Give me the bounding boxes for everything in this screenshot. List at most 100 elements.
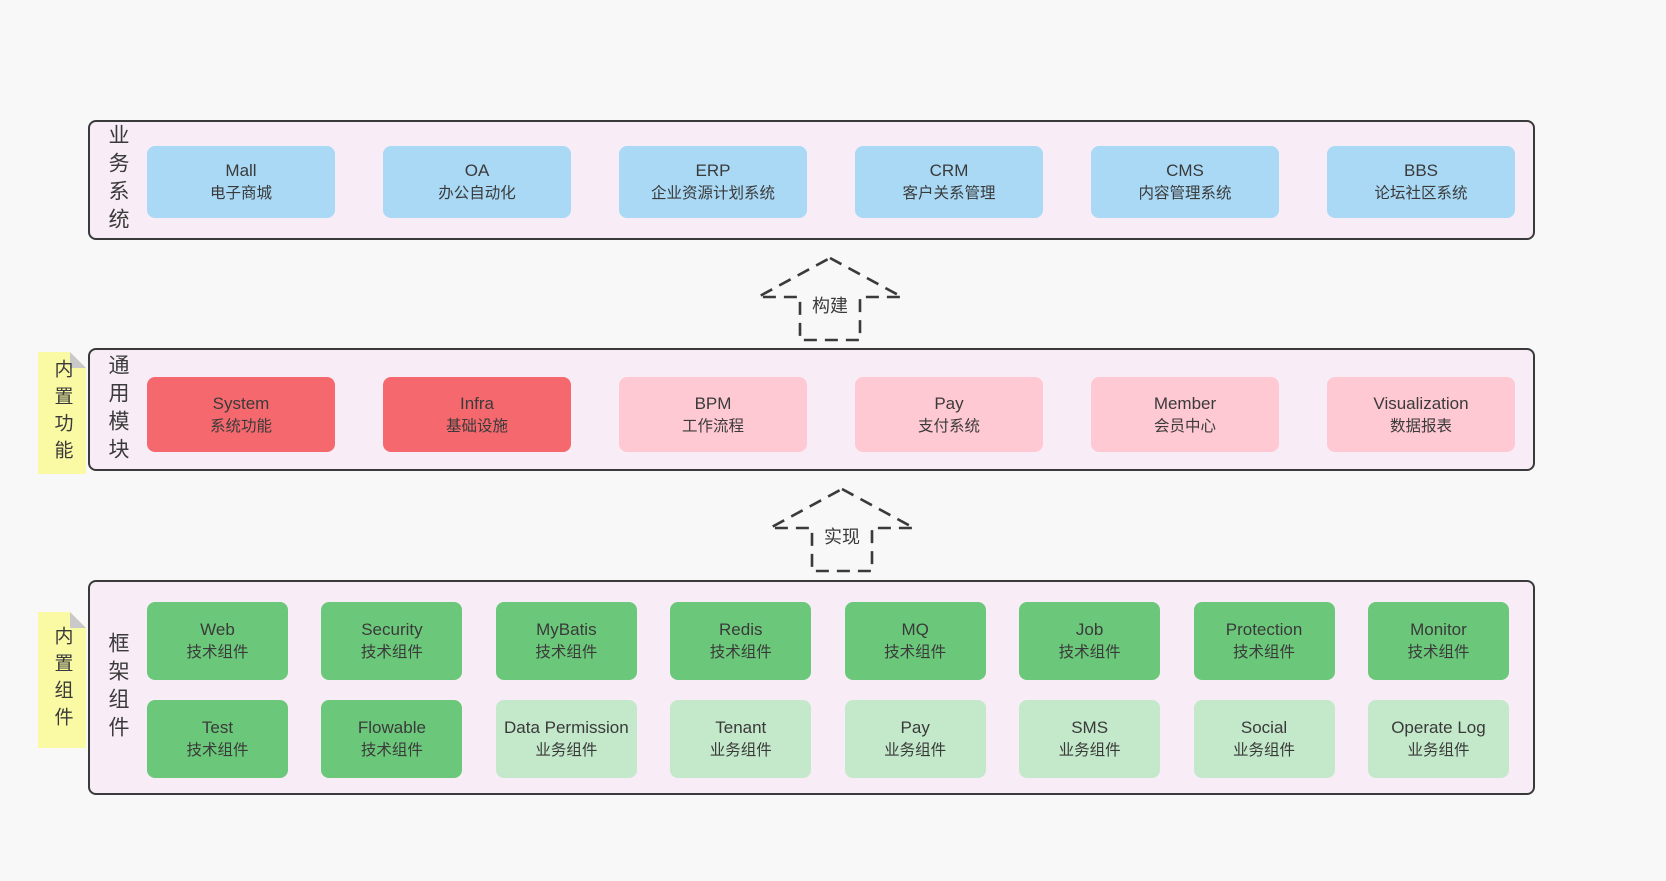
box-job-subtitle: 技术组件 [1058, 644, 1121, 662]
box-infra-title: Infra [459, 393, 495, 413]
box-cms-title: CMS [1166, 161, 1204, 181]
sticky-builtin-components: 内置组件 [38, 612, 86, 748]
box-erp-subtitle: 企业资源计划系统 [650, 185, 775, 203]
box-tenant: Tenant 业务组件 [670, 700, 812, 778]
box-bbs: BBS 论坛社区系统 [1327, 146, 1515, 218]
box-sms: SMS 业务组件 [1019, 700, 1161, 778]
box-bbs-title: BBS [1403, 161, 1439, 181]
box-infra-subtitle: 基础设施 [445, 417, 508, 435]
box-mybatis-title: MyBatis [536, 620, 597, 640]
framework-box-row-1: Web 技术组件 Security 技术组件 MyBatis 技术组件 Redi… [147, 602, 1509, 680]
box-cms: CMS 内容管理系统 [1091, 146, 1279, 218]
arrow-build-shape [757, 256, 903, 342]
box-oa-subtitle: 办公自动化 [438, 185, 516, 203]
box-social-subtitle: 业务组件 [1233, 742, 1296, 760]
framework-box-row-2: Test 技术组件 Flowable 技术组件 Data Permission … [147, 700, 1509, 778]
layer-framework-label: 框架组件 [106, 631, 129, 744]
arrow-implement: 实现 [769, 487, 915, 573]
box-social: Social 业务组件 [1193, 700, 1335, 778]
box-security: Security 技术组件 [321, 602, 463, 680]
box-bbs-subtitle: 论坛社区系统 [1374, 185, 1468, 203]
arrow-implement-label: 实现 [824, 527, 860, 547]
box-flowable-subtitle: 技术组件 [360, 742, 423, 760]
arrow-build-label: 构建 [812, 296, 848, 316]
box-pay-component-subtitle: 业务组件 [884, 742, 947, 760]
box-web-subtitle: 技术组件 [186, 644, 249, 662]
box-protection-title: Protection [1225, 620, 1303, 640]
box-monitor-title: Monitor [1410, 620, 1467, 640]
box-pay-component-title: Pay [900, 718, 930, 738]
box-mybatis: MyBatis 技术组件 [495, 602, 637, 680]
box-mall-subtitle: 电子商城 [209, 185, 272, 203]
modules-box-row: System 系统功能 Infra 基础设施 BPM 工作流程 Pay 支付系统… [147, 377, 1515, 452]
box-sms-subtitle: 业务组件 [1058, 742, 1121, 760]
layer-modules-label: 通用模块 [106, 353, 129, 466]
box-test-subtitle: 技术组件 [186, 742, 249, 760]
box-data-permission-subtitle: 业务组件 [535, 742, 598, 760]
box-member-subtitle: 会员中心 [1153, 417, 1216, 435]
box-security-title: Security [361, 620, 423, 640]
box-redis-title: Redis [719, 620, 763, 640]
box-redis: Redis 技术组件 [670, 602, 812, 680]
box-operate-log: Operate Log 业务组件 [1367, 700, 1509, 778]
box-flowable-title: Flowable [357, 718, 426, 738]
box-monitor-subtitle: 技术组件 [1407, 644, 1470, 662]
box-crm: CRM 客户关系管理 [855, 146, 1043, 218]
box-data-permission-title: Data Permission [503, 718, 629, 738]
layer-business-systems: 业务系统 Mall 电子商城 OA 办公自动化 ERP 企业资源计划系统 CRM… [88, 120, 1535, 240]
box-data-permission: Data Permission 业务组件 [495, 700, 637, 778]
box-bpm-title: BPM [694, 393, 732, 413]
box-infra: Infra 基础设施 [383, 377, 571, 452]
box-job: Job 技术组件 [1019, 602, 1161, 680]
box-bpm: BPM 工作流程 [619, 377, 807, 452]
arrow-implement-shape [769, 487, 915, 573]
box-mall-title: Mall [225, 161, 257, 181]
box-web-title: Web [200, 620, 235, 640]
box-mall: Mall 电子商城 [147, 146, 335, 218]
sticky-builtin-features: 内置功能 [38, 352, 86, 474]
box-operate-log-title: Operate Log [1391, 718, 1486, 738]
box-mq-title: MQ [901, 620, 929, 640]
box-mq-subtitle: 技术组件 [884, 644, 947, 662]
box-sms-title: SMS [1071, 718, 1109, 738]
box-protection-subtitle: 技术组件 [1233, 644, 1296, 662]
box-erp-title: ERP [695, 161, 731, 181]
box-visualization: Visualization 数据报表 [1327, 377, 1515, 452]
box-test-title: Test [201, 718, 234, 738]
box-redis-subtitle: 技术组件 [709, 644, 772, 662]
box-web: Web 技术组件 [147, 602, 288, 680]
box-system-title: System [212, 393, 270, 413]
arrow-build: 构建 [757, 256, 903, 342]
box-system: System 系统功能 [147, 377, 335, 452]
box-social-title: Social [1240, 718, 1288, 738]
box-visualization-subtitle: 数据报表 [1389, 417, 1452, 435]
box-monitor: Monitor 技术组件 [1367, 602, 1509, 680]
box-member: Member 会员中心 [1091, 377, 1279, 452]
sticky-builtin-features-label: 内置功能 [51, 359, 73, 467]
box-pay-component: Pay 业务组件 [844, 700, 986, 778]
sticky-builtin-components-label: 内置组件 [51, 626, 73, 734]
box-protection: Protection 技术组件 [1193, 602, 1335, 680]
box-mq: MQ 技术组件 [844, 602, 986, 680]
box-security-subtitle: 技术组件 [360, 644, 423, 662]
box-pay-module: Pay 支付系统 [855, 377, 1043, 452]
box-visualization-title: Visualization [1373, 393, 1469, 413]
box-mybatis-subtitle: 技术组件 [535, 644, 598, 662]
box-operate-log-subtitle: 业务组件 [1407, 742, 1470, 760]
box-member-title: Member [1153, 393, 1217, 413]
layer-framework-components: 框架组件 Web 技术组件 Security 技术组件 MyBatis 技术组件… [88, 580, 1535, 795]
box-system-subtitle: 系统功能 [209, 417, 272, 435]
box-oa-title: OA [464, 161, 490, 181]
box-crm-title: CRM [929, 161, 969, 181]
box-erp: ERP 企业资源计划系统 [619, 146, 807, 218]
box-test: Test 技术组件 [147, 700, 288, 778]
box-pay-module-title: Pay [934, 393, 964, 413]
box-job-title: Job [1075, 620, 1104, 640]
box-oa: OA 办公自动化 [383, 146, 571, 218]
box-tenant-title: Tenant [715, 718, 767, 738]
business-box-row: Mall 电子商城 OA 办公自动化 ERP 企业资源计划系统 CRM 客户关系… [147, 146, 1515, 218]
box-pay-module-subtitle: 支付系统 [917, 417, 980, 435]
box-bpm-subtitle: 工作流程 [681, 417, 744, 435]
layer-common-modules: 通用模块 System 系统功能 Infra 基础设施 BPM 工作流程 Pay… [88, 348, 1535, 471]
